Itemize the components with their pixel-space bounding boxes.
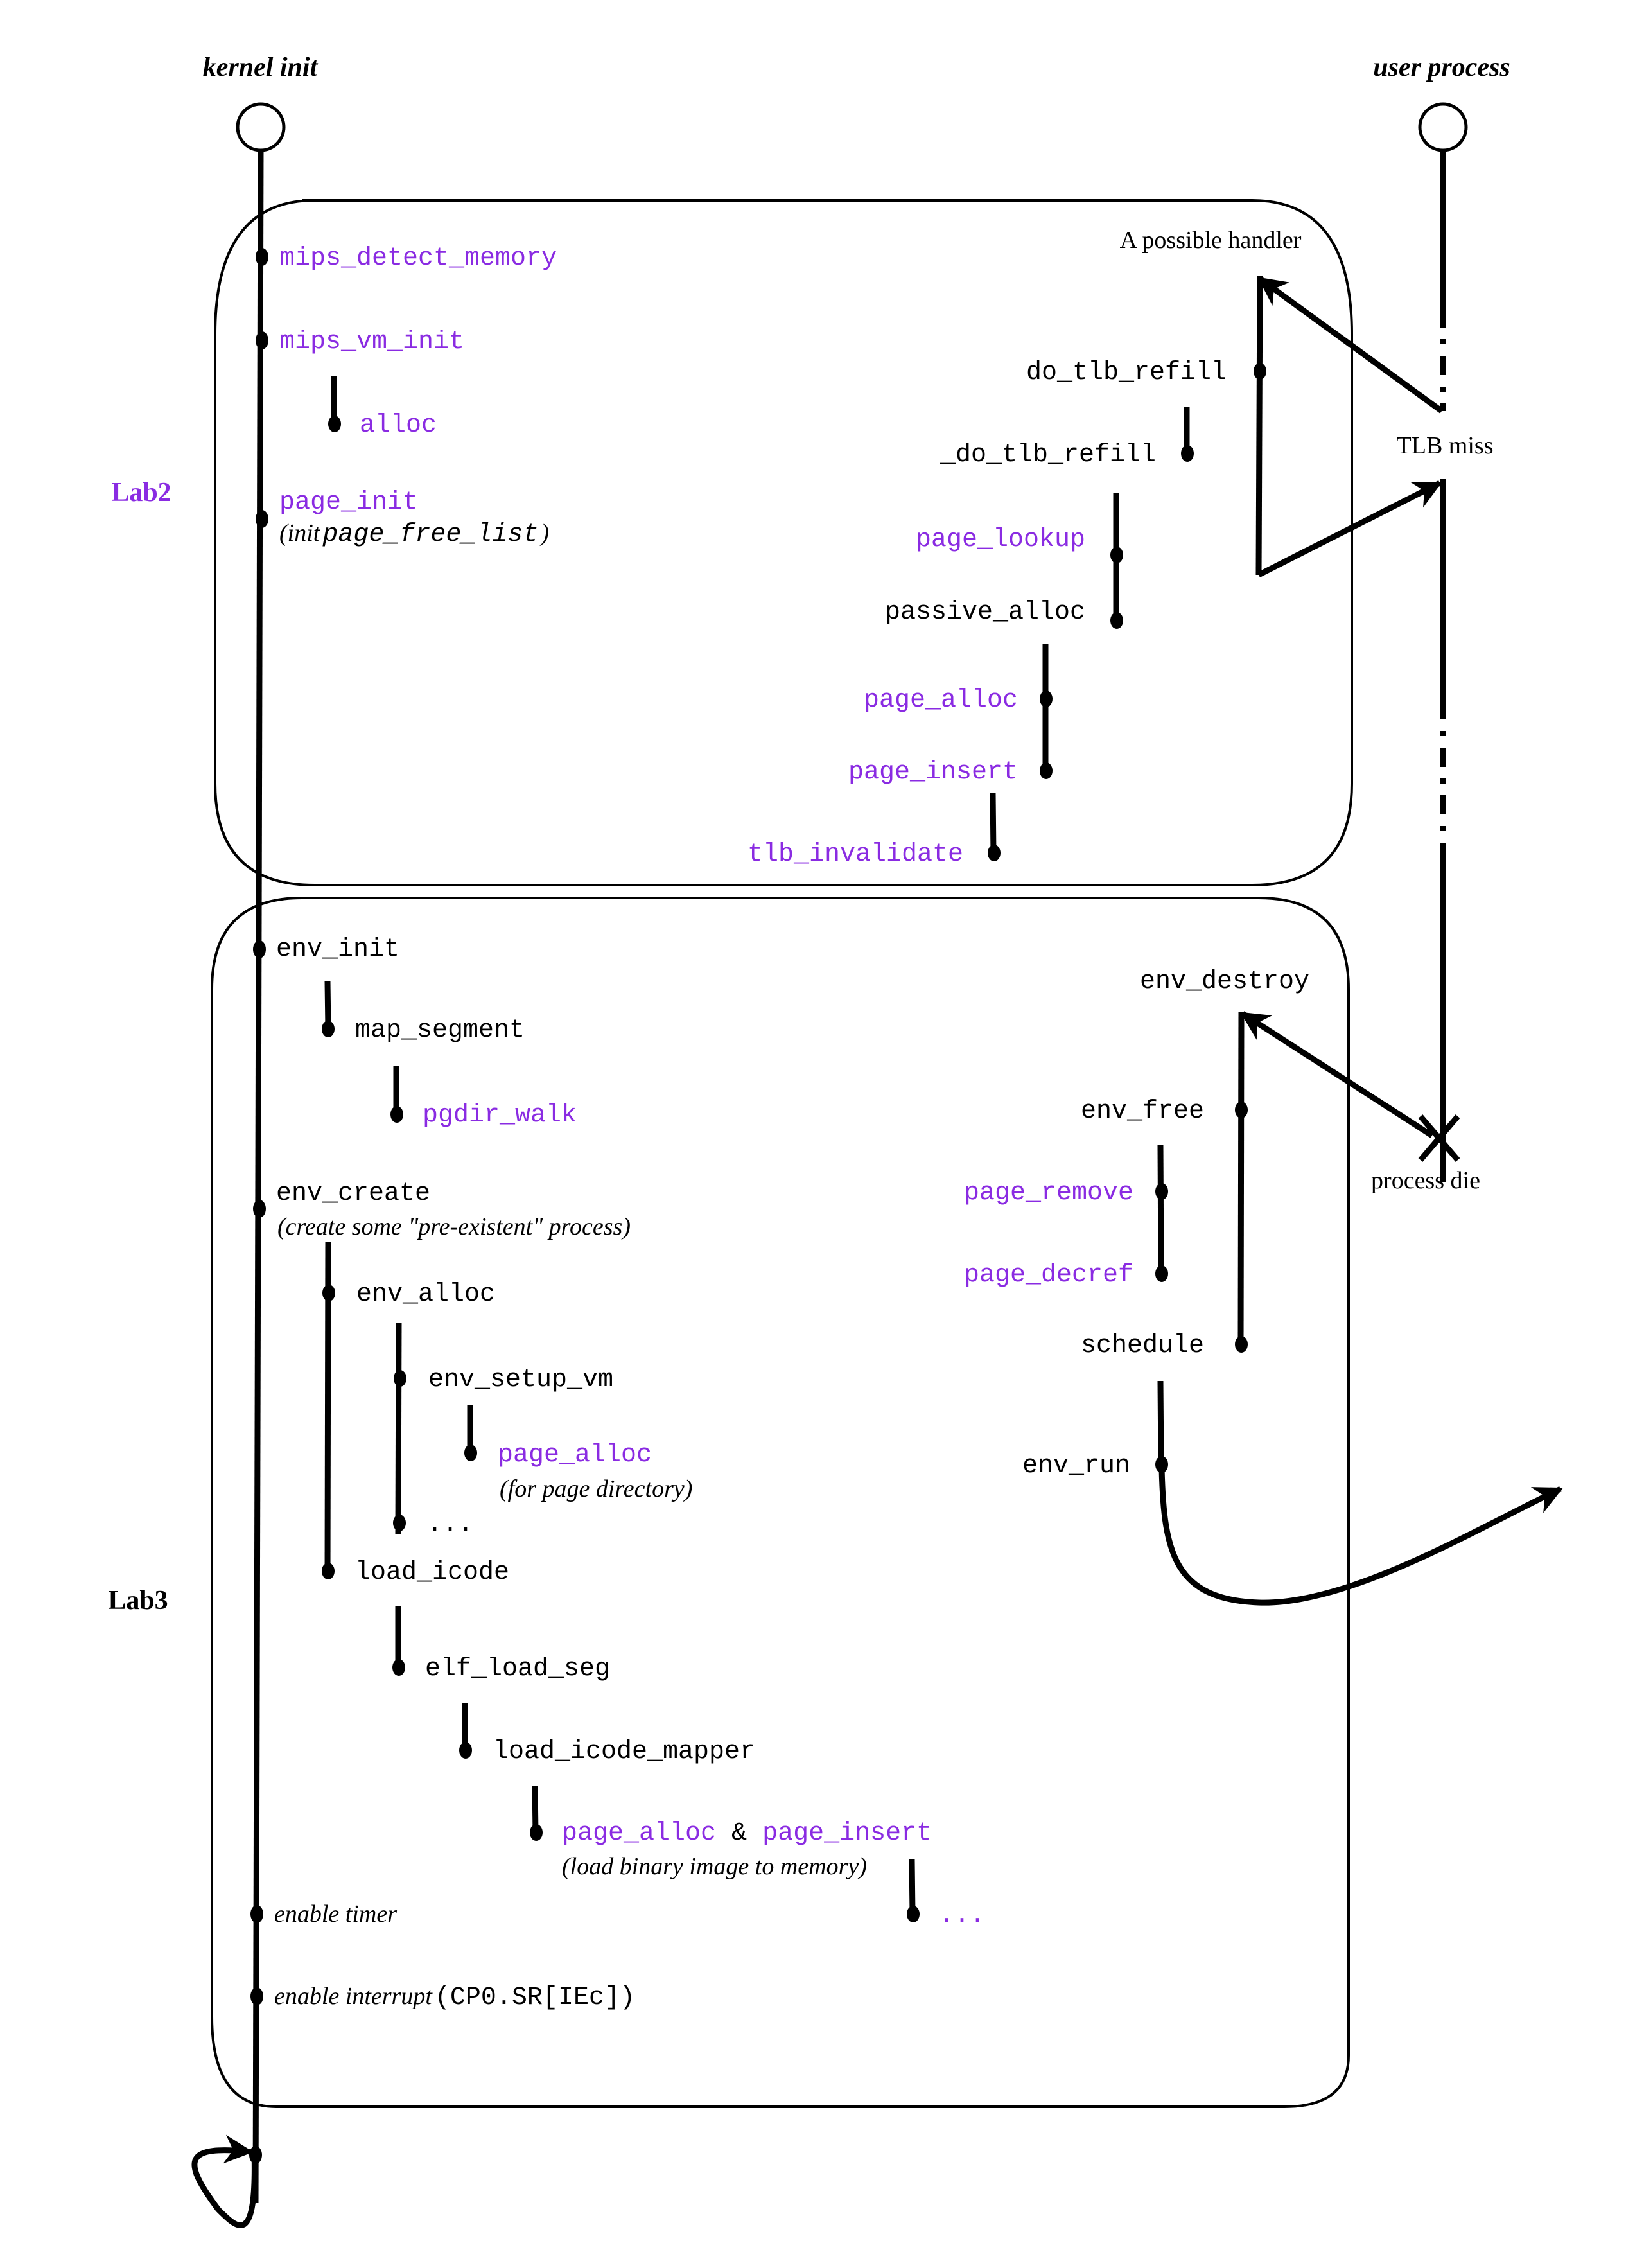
enable-interrupt-label: enable interrupt (CP0.SR[IEc]) [274, 1983, 635, 2012]
fn-env-destroy: env_destroy [1140, 967, 1309, 996]
process-die-label: process die [1371, 1167, 1480, 1194]
handler-return-arrow [1257, 480, 1443, 578]
fn-env-setup-vm: env_setup_vm [428, 1366, 613, 1394]
enable-timer-label: enable timer [274, 1901, 397, 1928]
dot-ellipsis-2 [907, 1906, 920, 1922]
dot-page-remove [1155, 1183, 1168, 1200]
fn-page-init: page_init [279, 488, 418, 517]
fn-tlb-invalidate: tlb_invalidate [747, 840, 963, 869]
fn-env-alloc: env_alloc [356, 1280, 495, 1309]
fn-env-run: env_run [1022, 1452, 1130, 1481]
dot-env-create [253, 1200, 266, 1218]
fn-do-tlb-refill: do_tlb_refill [1026, 358, 1227, 387]
dot-page-init [256, 510, 268, 528]
dot-load-icode-mapper [459, 1742, 472, 1759]
dot-tlb-invalidate [988, 845, 1001, 861]
fn-load-icode: load_icode [355, 1558, 509, 1587]
dot-mips-detect-memory [256, 248, 268, 266]
env-run-to-user-arrow [1158, 1467, 1564, 1606]
dot-enable-interrupt [250, 1987, 263, 2005]
lab2-box [214, 199, 1353, 886]
kernel-init-title: kernel init [203, 53, 319, 82]
fn-alloc: alloc [360, 411, 437, 440]
fn-elf-load-seg: elf_load_seg [425, 1655, 610, 1683]
fn-_do-tlb-refill: _do_tlb_refill [940, 441, 1156, 470]
lab2-label: Lab2 [111, 478, 171, 507]
tlb-miss-to-handler-arrow [1257, 276, 1444, 414]
dot-page-alloc-insert-2 [530, 1824, 543, 1841]
fn-page-remove: page_remove [964, 1179, 1133, 1208]
ellipsis-mapper: ... [939, 1901, 985, 1930]
dot-elf-load-seg [392, 1659, 405, 1676]
dot-page-alloc-pgdir [464, 1445, 477, 1461]
dot-page-lookup [1110, 547, 1123, 563]
fn-map-segment: map_segment [355, 1016, 525, 1045]
fn-page-alloc-pgdir: page_alloc [498, 1441, 652, 1470]
dot-alloc [328, 416, 341, 432]
dot-env-init [253, 940, 266, 958]
dot-page-insert [1040, 762, 1053, 779]
fn-env-create: env_create [276, 1179, 430, 1208]
branch-env-free-children [1157, 1144, 1164, 1274]
kernel-lifeline [252, 150, 264, 2204]
page-alloc-note: (for page directory) [500, 1475, 692, 1502]
dot-map-segment [322, 1021, 335, 1037]
lab3-box [211, 897, 1350, 2108]
handler-lifeline [1255, 276, 1263, 576]
fn-mips-detect-memory: mips_detect_memory [279, 244, 557, 273]
fn-page-insert: page_insert [848, 758, 1018, 787]
process-die-x-2 [1418, 1114, 1460, 1162]
fn-page-lookup: page_lookup [916, 525, 1085, 554]
idle-loop-arrow [191, 2134, 258, 2228]
tlb-miss-label: TLB miss [1397, 432, 1494, 459]
load-binary-note: (load binary image to memory) [562, 1853, 867, 1880]
dot-env-setup-vm [394, 1370, 406, 1387]
dot-pgdir-walk [390, 1106, 403, 1123]
dot-load-icode [322, 1563, 335, 1579]
page-init-note: (init page_free_list ) [279, 520, 549, 549]
user-start-node [1418, 102, 1468, 152]
fn-passive-alloc: passive_alloc [885, 598, 1085, 627]
fn-mips-vm-init: mips_vm_init [279, 328, 464, 356]
dot-env-run [1155, 1456, 1168, 1473]
dot-env-free [1235, 1102, 1248, 1118]
lab3-label: Lab3 [108, 1586, 168, 1615]
ellipsis-env-alloc: ... [427, 1510, 473, 1539]
dot-passive-alloc [1110, 612, 1123, 629]
dot-schedule [1235, 1336, 1248, 1353]
env-create-note: (create some "pre-existent" process) [277, 1213, 631, 1240]
dot-ellipsis-env-alloc [393, 1515, 406, 1531]
branch-ellipsis-2 [909, 1859, 916, 1915]
fn-env-free: env_free [1081, 1097, 1204, 1126]
dot-enable-timer [250, 1905, 263, 1923]
branch-env-alloc-children [395, 1323, 402, 1534]
fn-pgdir-walk: pgdir_walk [423, 1101, 577, 1130]
dot-_do-tlb-refill [1181, 445, 1194, 462]
dot-env-alloc [322, 1285, 335, 1301]
fn-env-init: env_init [276, 935, 399, 964]
process-die-to-destroy-arrow [1240, 1011, 1434, 1138]
dot-do-tlb-refill [1254, 363, 1266, 380]
idle-loop-dot [249, 2146, 262, 2164]
handler-label: A possible handler [1120, 227, 1302, 254]
fn-load-icode-mapper: load_icode_mapper [493, 1737, 755, 1766]
fn-page-decref: page_decref [964, 1261, 1133, 1290]
dot-mips-vm-init [256, 331, 268, 349]
branch-env-run [1157, 1380, 1164, 1465]
dot-page-alloc [1040, 690, 1053, 707]
fn-schedule: schedule [1081, 1332, 1204, 1360]
dot-page-decref [1155, 1265, 1168, 1282]
fn-page-alloc: page_alloc [864, 686, 1018, 715]
kernel-start-node [236, 102, 286, 152]
user-process-title: user process [1373, 53, 1510, 82]
fn-page-alloc-and-insert: page_alloc & page_insert [562, 1819, 932, 1848]
